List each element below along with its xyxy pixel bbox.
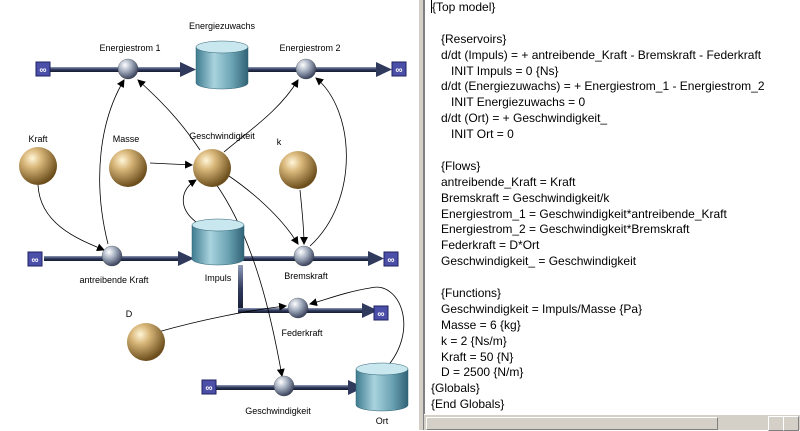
label-antreibende-kraft: antreibende Kraft xyxy=(79,275,149,285)
variable-k[interactable]: k xyxy=(277,137,317,189)
svg-text:∞: ∞ xyxy=(39,65,46,76)
connectors xyxy=(37,77,405,377)
code-line: {Flows} xyxy=(431,158,481,173)
code-line: INIT Impuls = 0 {Ns} xyxy=(431,63,559,78)
reservoir-impuls[interactable]: Impuls xyxy=(191,218,245,283)
flow-energiestrom2[interactable]: Energiestrom 2 xyxy=(279,43,341,80)
code-line: Geschwindigkeit = Impuls/Masse {Pa} xyxy=(431,301,643,316)
infinity-sink-mid[interactable]: ∞ xyxy=(383,251,399,267)
code-line: d/dt (Ort) = + Geschwindigkeit_ xyxy=(431,111,608,126)
infinity-sink-federkraft[interactable]: ∞ xyxy=(373,305,389,321)
scroll-right-button[interactable] xyxy=(783,416,799,431)
text-caret xyxy=(431,0,432,13)
label-impuls: Impuls xyxy=(205,273,232,283)
connector-masse-geschw xyxy=(149,160,193,169)
flow-antreibende-kraft[interactable]: antreibende Kraft xyxy=(79,245,149,285)
variable-kraft[interactable]: Kraft xyxy=(19,134,57,185)
label-geschwindigkeit: Geschwindigkeit xyxy=(189,131,255,141)
label-masse: Masse xyxy=(113,134,140,144)
label-energiestrom2: Energiestrom 2 xyxy=(279,43,340,53)
code-line xyxy=(431,16,765,32)
svg-text:∞: ∞ xyxy=(205,383,212,394)
variable-d[interactable]: D xyxy=(126,309,165,361)
reservoir-energiezuwachs[interactable]: Energiezuwachs xyxy=(189,21,256,90)
connector-bremskraft-energiestrom2 xyxy=(309,77,347,247)
flow-federkraft[interactable]: Federkraft xyxy=(281,297,323,338)
flow-energiestrom1[interactable]: Energiestrom 1 xyxy=(99,43,161,80)
label-bremskraft: Bremskraft xyxy=(284,271,328,281)
code-line: D = 2500 {N/m} xyxy=(431,365,524,380)
connector-geschw-energiestrom1 xyxy=(137,79,201,151)
label-geschwindigkeit-flow: Geschwindigkeit xyxy=(245,406,311,416)
flow-bremskraft[interactable]: Bremskraft xyxy=(284,245,328,281)
code-line: INIT Ort = 0 xyxy=(431,127,514,142)
code-line: Geschwindigkeit_ = Geschwindigkeit xyxy=(431,254,637,269)
code-line: Energiestrom_2 = Geschwindigkeit*Bremskr… xyxy=(431,222,690,237)
label-k: k xyxy=(277,137,282,147)
code-line: antreibende_Kraft = Kraft xyxy=(431,174,576,189)
code-line xyxy=(431,143,765,159)
svg-text:∞: ∞ xyxy=(377,309,384,320)
code-line: {Globals} xyxy=(431,381,480,396)
pane-splitter[interactable] xyxy=(418,0,424,430)
code-line: d/dt (Impuls) = + antreibende_Kraft - Br… xyxy=(431,47,762,62)
flow-geschwindigkeit[interactable]: Geschwindigkeit xyxy=(245,375,311,416)
label-energiestrom1: Energiestrom 1 xyxy=(99,43,160,53)
label-ort: Ort xyxy=(376,416,389,426)
label-d: D xyxy=(126,309,133,319)
label-federkraft: Federkraft xyxy=(281,328,323,338)
code-line: Kraft = 50 {N} xyxy=(431,349,514,364)
code-line: {Top model} xyxy=(431,0,496,14)
scroll-left-button[interactable] xyxy=(768,416,784,431)
reservoir-ort[interactable]: Ort xyxy=(355,362,409,426)
pipe-top-right xyxy=(248,62,392,77)
code-line: INIT Energiezuwachs = 0 xyxy=(431,95,586,110)
code-line: Masse = 6 {kg} xyxy=(431,317,521,332)
code-line: k = 2 {Ns/m} xyxy=(431,333,507,348)
code-line: d/dt (Energiezuwachs) = + Energiestrom_1… xyxy=(431,79,765,94)
infinity-source-top[interactable]: ∞ xyxy=(35,61,51,77)
connector-antreibende-energiestrom1 xyxy=(99,79,125,245)
connector-geschw-bremskraft xyxy=(225,173,299,245)
code-line: {Functions} xyxy=(431,286,502,301)
code-line: Bremskraft = Geschwindigkeit/k xyxy=(431,190,610,205)
svg-text:∞: ∞ xyxy=(395,65,402,76)
scrollbar-thumb[interactable] xyxy=(426,417,718,430)
connector-geschw-flow xyxy=(215,183,285,377)
code-line: Energiestrom_1 = Geschwindigkeit*antreib… xyxy=(431,206,727,221)
variable-geschwindigkeit[interactable]: Geschwindigkeit xyxy=(189,131,255,187)
svg-text:∞: ∞ xyxy=(31,255,38,266)
pipe-top-left xyxy=(50,62,196,77)
label-kraft: Kraft xyxy=(28,134,48,144)
code-line: {End Globals} xyxy=(431,397,505,412)
infinity-source-mid[interactable]: ∞ xyxy=(27,251,43,267)
model-diagram: ∞ ∞ ∞ ∞ ∞ ∞ Energiezuwachs xyxy=(19,21,409,426)
infinity-sink-top[interactable]: ∞ xyxy=(391,61,407,77)
connector-geschw-energiestrom2 xyxy=(223,79,299,153)
equation-text[interactable]: {Top model} {Reservoirs} d/dt (Impuls) =… xyxy=(431,0,765,413)
code-line: {Reservoirs} xyxy=(431,31,507,46)
equation-editor[interactable]: {Top model} {Reservoirs} d/dt (Impuls) =… xyxy=(424,0,800,414)
code-line xyxy=(431,270,765,286)
connector-d-federkraft xyxy=(157,302,287,333)
code-line: Federkraft = D*Ort xyxy=(431,238,540,253)
connector-k-bremskraft xyxy=(299,189,308,245)
connector-kraft-antreibende xyxy=(37,184,105,252)
variable-masse[interactable]: Masse xyxy=(109,134,147,187)
svg-text:∞: ∞ xyxy=(387,255,394,266)
connector-ort-federkraft xyxy=(309,286,405,369)
infinity-source-bottom[interactable]: ∞ xyxy=(201,379,217,395)
horizontal-scrollbar[interactable] xyxy=(424,414,800,431)
label-energiezuwachs: Energiezuwachs xyxy=(189,21,256,31)
connector-impuls-geschw xyxy=(182,179,197,223)
